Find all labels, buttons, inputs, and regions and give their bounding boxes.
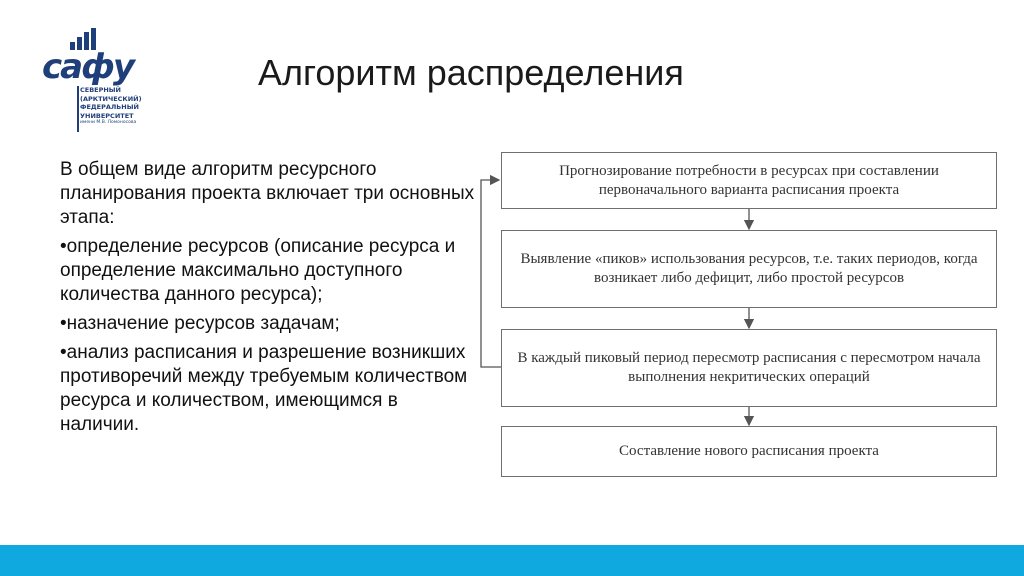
bullet-item: •определение ресурсов (описание ресурса … bbox=[60, 236, 456, 305]
flow-step-2: Выявление «пиков» использования ресурсов… bbox=[501, 230, 997, 308]
logo-line: ФЕДЕРАЛЬНЫЙ bbox=[80, 103, 139, 111]
logo-text: СЕВЕРНЫЙ (АРКТИЧЕСКИЙ) ФЕДЕРАЛЬНЫЙ УНИВЕ… bbox=[80, 86, 152, 126]
logo-line: (АРКТИЧЕСКИЙ) bbox=[80, 94, 142, 103]
bullet-item: •анализ расписания и разрешение возникши… bbox=[60, 342, 468, 435]
logo-small-line: имени М.В. Ломоносова bbox=[80, 120, 137, 125]
feedback-loop-arrow bbox=[480, 174, 501, 368]
logo-wordmark: сафу bbox=[42, 47, 135, 87]
logo-line: УНИВЕРСИТЕТ bbox=[80, 111, 134, 120]
slide-title: Алгоритм распределения bbox=[258, 52, 684, 93]
logo-bars-icon bbox=[70, 28, 110, 50]
intro-paragraph: В общем виде алгоритм ресурсного планиро… bbox=[60, 159, 475, 228]
logo-line: СЕВЕРНЫЙ bbox=[80, 86, 121, 94]
flow-step-4: Составление нового расписания проекта bbox=[501, 426, 997, 477]
bullet-item: •назначение ресурсов задачам; bbox=[60, 313, 340, 334]
body-text: В общем виде алгоритм ресурсного планиро… bbox=[60, 158, 480, 442]
flow-step-3: В каждый пиковый период пересмотр распис… bbox=[501, 329, 997, 407]
accent-band bbox=[0, 545, 1024, 576]
flow-step-1: Прогнозирование потребности в ресурсах п… bbox=[501, 152, 997, 209]
logo-divider bbox=[77, 86, 79, 132]
university-logo: сафу СЕВЕРНЫЙ (АРКТИЧЕСКИЙ) ФЕДЕРАЛЬНЫЙ … bbox=[40, 28, 150, 138]
